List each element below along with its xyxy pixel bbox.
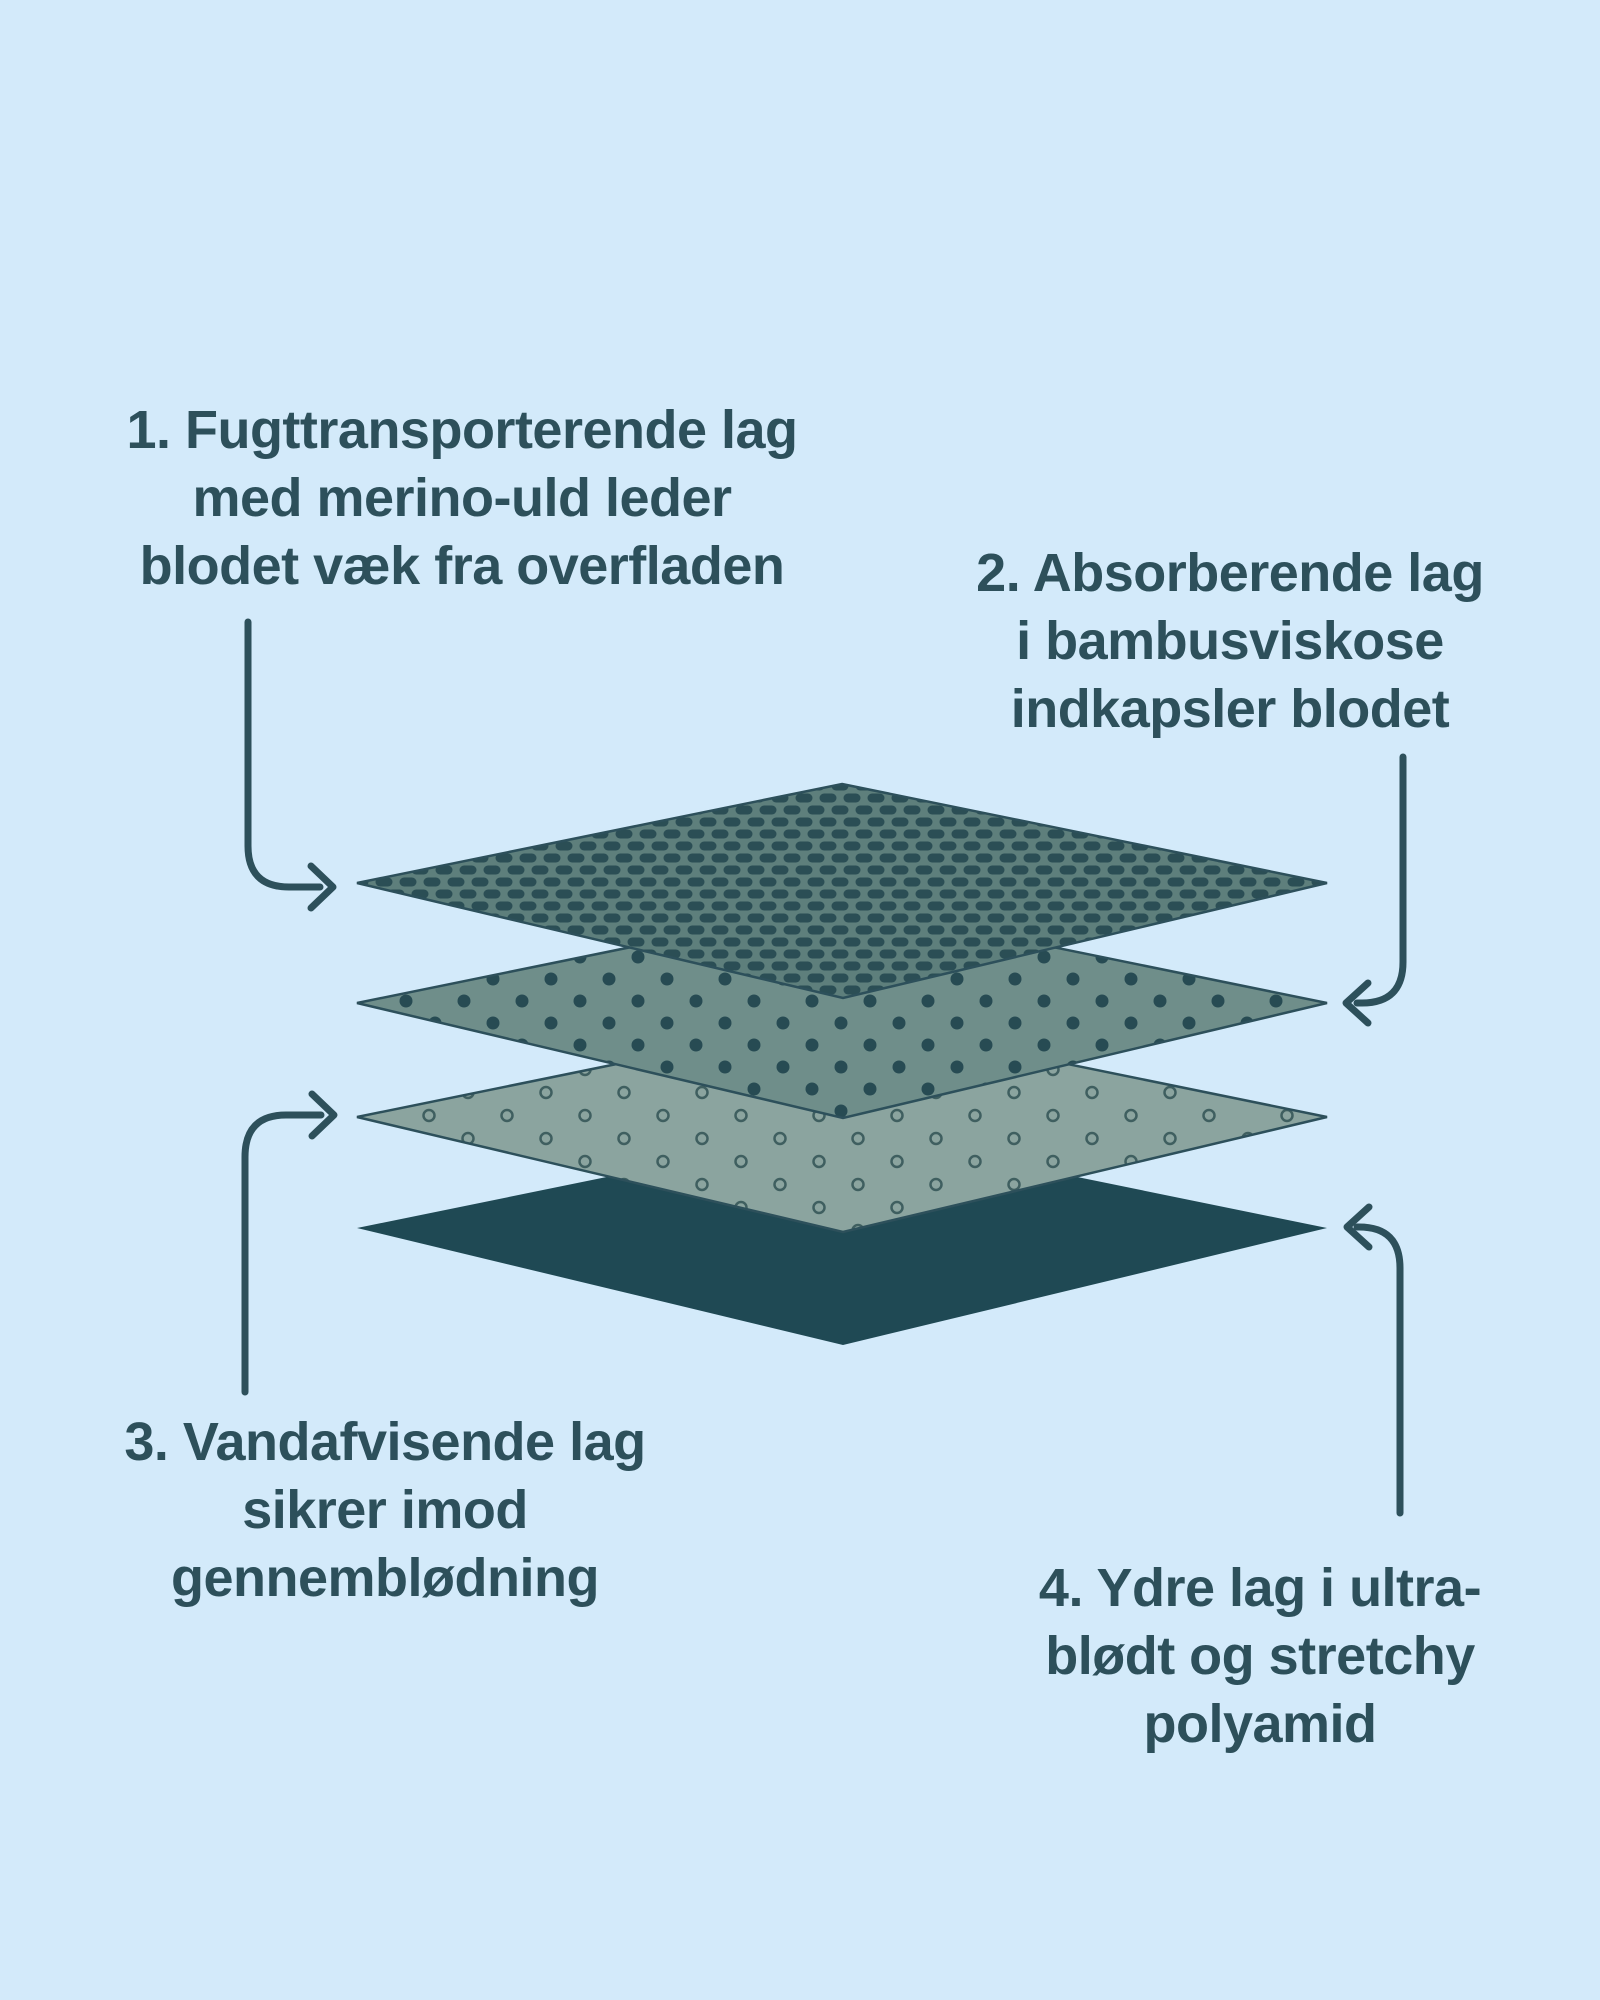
arrow-left-head-icon: [1343, 1203, 1373, 1251]
layer-4-outer-polyamide-diamond: [357, 1129, 1327, 1345]
label2-line3: indkapsler blodet: [1010, 679, 1450, 739]
label4-line1: 4. Ydre lag i ultra-: [1038, 1558, 1482, 1618]
arrow-label4-to-layer4: [1343, 1203, 1404, 1517]
layer-3-waterproof-diamond: [356, 1016, 1328, 1234]
label2-line2: i bambusviskose: [1016, 611, 1444, 671]
arrow-label2-to-layer2: [1342, 753, 1407, 1027]
label3-line3: gennemblødning: [171, 1548, 599, 1608]
label-layer1-moisture-wicking: 1. Fugttransporterende lag med merino-ul…: [112, 396, 812, 600]
arrow-label3-to-layer3: [241, 1090, 338, 1396]
label3-line1: 3. Vandafvisende lag: [124, 1412, 646, 1472]
label3-line2: sikrer imod: [242, 1480, 528, 1540]
layer-2-absorbent-diamond: [356, 902, 1328, 1120]
label2-line1: 2. Absorberende lag: [976, 543, 1484, 603]
arrow-left-head-icon: [1342, 979, 1372, 1027]
arrow-right-head-icon: [307, 862, 337, 912]
label4-line3: polyamid: [1143, 1694, 1377, 1754]
arrow-right-head-icon: [308, 1090, 338, 1140]
label1-line3: blodet væk fra overfladen: [139, 536, 785, 596]
label-layer2-absorbent: 2. Absorberende lag i bambusviskose indk…: [930, 539, 1530, 743]
label-layer4-outer-polyamide: 4. Ydre lag i ultra- blødt og stretchy p…: [960, 1554, 1560, 1758]
label4-line2: blødt og stretchy: [1045, 1626, 1475, 1686]
label1-line2: med merino-uld leder: [192, 468, 732, 528]
arrow-label1-to-layer1: [244, 618, 337, 912]
layer-1-merino-diamond: [356, 782, 1328, 1000]
label-layer3-waterproof: 3. Vandafvisende lag sikrer imod gennemb…: [75, 1408, 695, 1612]
label1-line1: 1. Fugttransporterende lag: [126, 400, 798, 460]
